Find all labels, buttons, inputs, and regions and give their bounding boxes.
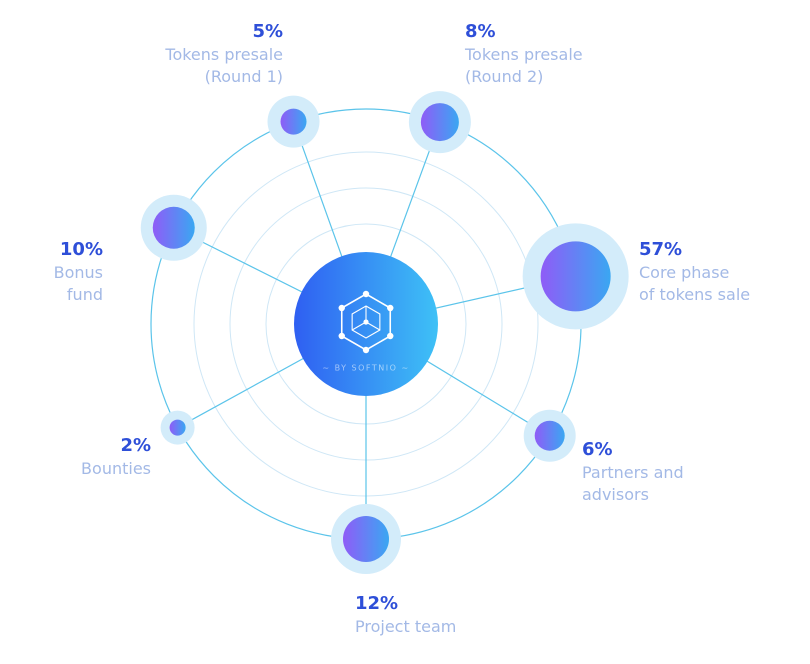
label-name: Tokens presale (Round 1) <box>165 45 283 86</box>
cube-logo-icon <box>338 290 394 354</box>
label-name: Project team <box>355 617 457 636</box>
bubble-core <box>169 419 186 436</box>
label-pct: 6% <box>582 439 613 460</box>
label-tokens-presale-round-2: 8% Tokens presale (Round 2) <box>465 20 583 88</box>
cube-edge <box>365 321 381 331</box>
bubble-core <box>540 241 611 312</box>
bubble-core <box>534 420 565 451</box>
bubble-4 <box>331 504 401 574</box>
label-name: Core phase of tokens sale <box>639 263 751 304</box>
center-hub <box>294 252 438 396</box>
bubble-6 <box>140 194 207 261</box>
label-pct: 57% <box>639 239 683 260</box>
bubble-5 <box>160 410 195 445</box>
label-bonus-fund: 10% Bonus fund <box>54 238 103 306</box>
label-name: Bounties <box>81 459 151 478</box>
label-pct: 5% <box>252 21 283 42</box>
cube-inner <box>351 305 381 339</box>
label-name: Partners and advisors <box>582 463 684 504</box>
label-pct: 2% <box>120 435 151 456</box>
center-byline: ~ BY SOFTNIO ~ <box>322 363 410 373</box>
label-bounties: 2% Bounties <box>81 434 151 480</box>
label-name: Bonus fund <box>53 263 103 304</box>
label-pct: 8% <box>465 21 496 42</box>
label-pct: 10% <box>59 239 103 260</box>
bubble-3 <box>523 409 576 462</box>
bubble-2 <box>522 223 629 330</box>
bubble-core <box>343 516 389 562</box>
label-core-phase: 57% Core phase of tokens sale <box>639 238 750 306</box>
bubble-core <box>280 108 307 135</box>
label-tokens-presale-round-1: 5% Tokens presale (Round 1) <box>165 20 283 88</box>
label-pct: 12% <box>355 593 399 614</box>
label-partners-advisors: 6% Partners and advisors <box>582 438 684 506</box>
bubble-core <box>152 206 195 249</box>
cube-node <box>338 304 345 312</box>
cube-edge <box>351 321 367 331</box>
cube-node-center <box>363 319 369 325</box>
bubbles <box>140 91 629 574</box>
cube-node <box>338 332 345 340</box>
bubble-core <box>420 103 459 142</box>
label-project-team: 12% Project team <box>355 592 456 638</box>
bubble-0 <box>267 95 320 148</box>
cube-node <box>362 290 370 298</box>
label-name: Tokens presale (Round 2) <box>465 45 583 86</box>
cube-node <box>387 332 394 340</box>
bubble-1 <box>408 91 471 154</box>
cube-node <box>387 304 394 312</box>
cube-node <box>362 346 370 354</box>
